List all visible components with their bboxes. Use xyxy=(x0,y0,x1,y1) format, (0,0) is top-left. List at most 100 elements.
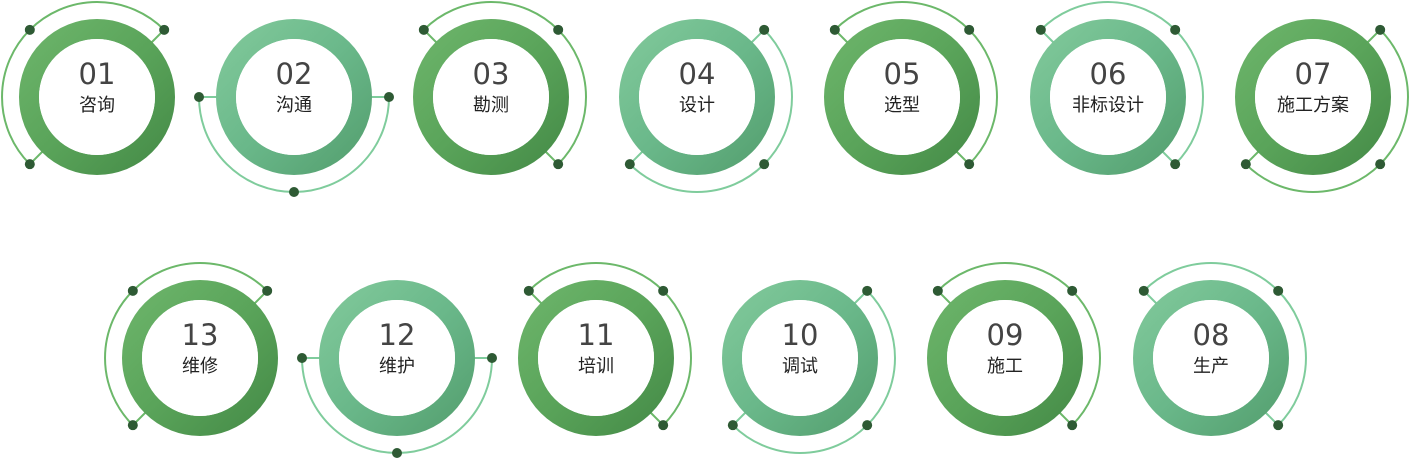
step-01: 01 咨询 xyxy=(37,37,157,157)
step-label: 培训 xyxy=(578,356,614,377)
step-06: 06 非标设计 xyxy=(1048,37,1168,157)
step-inner-circle xyxy=(844,39,960,155)
step-inner-circle xyxy=(236,39,352,155)
orbit-dot xyxy=(297,353,307,363)
step-07: 07 施工方案 xyxy=(1253,37,1373,157)
orbit-dot xyxy=(127,420,138,431)
step-ring xyxy=(1030,19,1186,175)
step-ring xyxy=(619,19,775,175)
step-label: 施工方案 xyxy=(1277,95,1349,116)
step-number: 13 xyxy=(181,318,219,352)
step-ring xyxy=(722,280,878,436)
step-number: 03 xyxy=(472,57,510,91)
step-number: 01 xyxy=(78,57,116,91)
step-inner-circle xyxy=(142,300,258,416)
step-13: 13 维修 xyxy=(140,298,260,418)
step-label: 沟通 xyxy=(276,95,312,116)
step-inner-circle xyxy=(339,300,455,416)
orbit-dot xyxy=(964,159,975,170)
step-label: 施工 xyxy=(987,356,1023,377)
orbit-dot xyxy=(127,285,138,296)
step-ring xyxy=(216,19,372,175)
step-label: 设计 xyxy=(679,95,715,116)
step-number: 11 xyxy=(577,318,615,352)
orbit-dot xyxy=(759,159,770,170)
step-label: 维护 xyxy=(379,356,415,377)
orbit-dot xyxy=(658,285,669,296)
step-ring xyxy=(927,280,1083,436)
step-ring xyxy=(1133,280,1289,436)
orbit-dot xyxy=(1375,24,1386,35)
orbit-dot xyxy=(194,92,204,102)
orbit-dot xyxy=(1375,159,1386,170)
step-number: 08 xyxy=(1192,318,1230,352)
step-08: 08 生产 xyxy=(1151,298,1271,418)
orbit-dot xyxy=(727,420,738,431)
step-number: 02 xyxy=(275,57,313,91)
step-number: 09 xyxy=(986,318,1024,352)
orbit-dot xyxy=(1273,285,1284,296)
orbit-dot xyxy=(289,187,299,197)
step-inner-circle xyxy=(39,39,155,155)
orbit-dot xyxy=(1067,285,1078,296)
step-inner-circle xyxy=(1153,300,1269,416)
orbit-dot xyxy=(487,353,497,363)
step-number: 06 xyxy=(1089,57,1127,91)
step-11: 11 培训 xyxy=(536,298,656,418)
orbit-dot xyxy=(159,24,170,35)
step-label: 咨询 xyxy=(79,95,115,116)
orbit-dot xyxy=(392,448,402,458)
step-02: 02 沟通 xyxy=(234,37,354,157)
step-09: 09 施工 xyxy=(945,298,1065,418)
step-ring xyxy=(319,280,475,436)
step-number: 12 xyxy=(378,318,416,352)
orbit-dot xyxy=(418,24,429,35)
orbit-dot xyxy=(1138,285,1149,296)
orbit-dot xyxy=(932,285,943,296)
step-ring xyxy=(122,280,278,436)
step-inner-circle xyxy=(639,39,755,155)
step-ring xyxy=(19,19,175,175)
step-inner-circle xyxy=(1050,39,1166,155)
orbit-dot xyxy=(1273,420,1284,431)
orbit-dot xyxy=(1067,420,1078,431)
step-label: 非标设计 xyxy=(1072,95,1144,116)
orbit-dot xyxy=(523,285,534,296)
orbit-dot xyxy=(862,285,873,296)
orbit-dot xyxy=(262,285,273,296)
step-number: 10 xyxy=(781,318,819,352)
step-label: 维修 xyxy=(182,356,218,377)
orbit-dot xyxy=(964,24,975,35)
orbit-dot xyxy=(553,24,564,35)
orbit-dot xyxy=(24,159,35,170)
orbit-dot xyxy=(658,420,669,431)
step-inner-circle xyxy=(947,300,1063,416)
orbit-dot xyxy=(1170,159,1181,170)
step-ring xyxy=(413,19,569,175)
step-12: 12 维护 xyxy=(337,298,457,418)
step-inner-circle xyxy=(538,300,654,416)
orbit-dot xyxy=(862,420,873,431)
step-03: 03 勘测 xyxy=(431,37,551,157)
orbit-dot xyxy=(829,24,840,35)
step-ring xyxy=(518,280,674,436)
orbit-dot xyxy=(553,159,564,170)
step-ring xyxy=(824,19,980,175)
step-label: 选型 xyxy=(884,95,920,116)
step-number: 07 xyxy=(1294,57,1332,91)
orbit-dot xyxy=(384,92,394,102)
orbit-dot xyxy=(1240,159,1251,170)
step-number: 05 xyxy=(883,57,921,91)
step-inner-circle xyxy=(1255,39,1371,155)
step-label: 生产 xyxy=(1193,356,1229,377)
step-05: 05 选型 xyxy=(842,37,962,157)
orbit-dot xyxy=(1170,24,1181,35)
orbit-dot xyxy=(624,159,635,170)
step-inner-circle xyxy=(742,300,858,416)
step-ring xyxy=(1235,19,1391,175)
step-label: 勘测 xyxy=(473,95,509,116)
